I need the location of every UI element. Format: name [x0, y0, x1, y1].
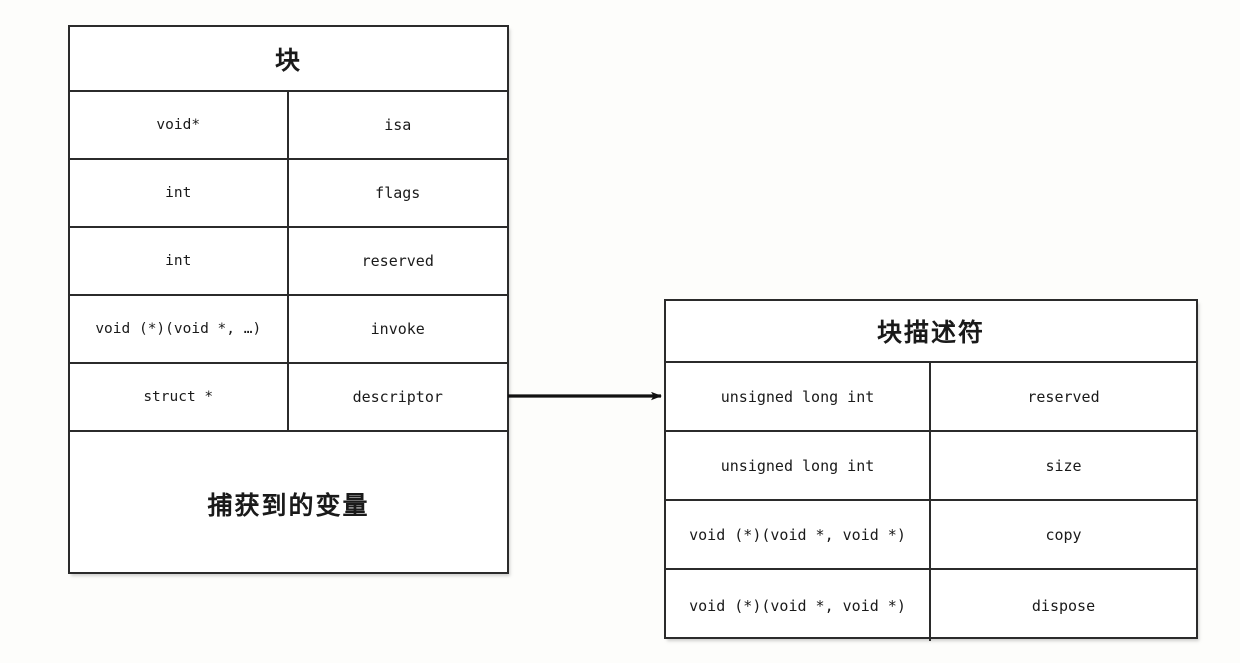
field-type: void (*)(void *, void *)	[666, 570, 931, 641]
field-name: invoke	[370, 320, 425, 338]
field-type: unsigned long int	[666, 432, 931, 499]
field-type: void (*)(void *, …)	[70, 296, 289, 362]
field-name: isa	[384, 116, 412, 134]
field-type: void*	[70, 92, 289, 158]
field-name: size	[1045, 456, 1082, 475]
table-row: void (*)(void *, …) invoke	[70, 296, 507, 364]
field-name: descriptor	[352, 388, 443, 406]
field-type: unsigned long int	[666, 363, 931, 430]
captured-variables-section: 捕获到的变量	[207, 490, 370, 520]
field-name: reserved	[361, 252, 434, 270]
table-row: void (*)(void *, void *) dispose	[666, 570, 1196, 641]
field-type: void (*)(void *, void *)	[666, 501, 931, 568]
table-row: int flags	[70, 160, 507, 228]
field-name: reserved	[1027, 387, 1100, 406]
descriptor-connector-arrow	[508, 391, 662, 401]
block-struct-title: 块	[70, 27, 507, 92]
table-row: int reserved	[70, 228, 507, 296]
table-row: void* isa	[70, 92, 507, 160]
field-type: struct *	[70, 364, 289, 430]
table-row: unsigned long int size	[666, 432, 1196, 501]
block-descriptor-title: 块描述符	[666, 301, 1196, 363]
table-row: unsigned long int reserved	[666, 363, 1196, 432]
block-struct-table: 块 void* isa int flags int reserved void …	[68, 25, 509, 574]
field-name: flags	[375, 184, 421, 202]
field-type: int	[70, 228, 289, 294]
table-row: struct * descriptor	[70, 364, 507, 432]
field-type: int	[70, 160, 289, 226]
field-name: copy	[1045, 525, 1082, 544]
table-row: void (*)(void *, void *) copy	[666, 501, 1196, 570]
field-name: dispose	[1031, 596, 1096, 615]
block-descriptor-table: 块描述符 unsigned long int reserved unsigned…	[664, 299, 1198, 641]
